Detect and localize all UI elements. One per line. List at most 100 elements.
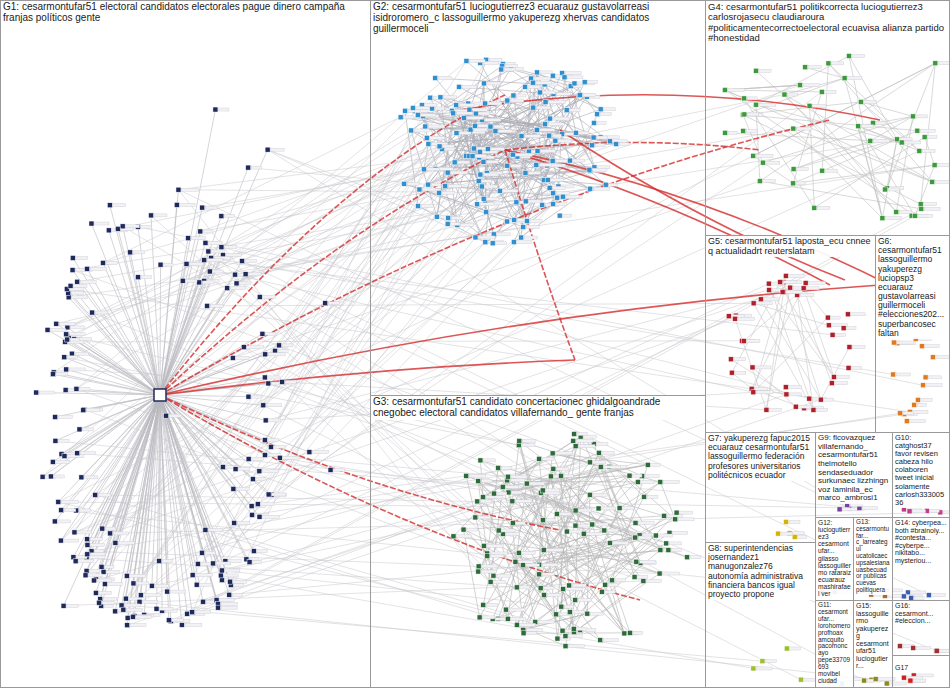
vertex — [195, 561, 210, 566]
vertex — [262, 375, 280, 380]
vertex-square — [426, 141, 431, 146]
vertex-link — [152, 198, 557, 586]
vertex-link — [67, 289, 910, 412]
vertex-tag — [236, 356, 249, 359]
vertex — [481, 81, 500, 86]
vertex-tag — [201, 562, 211, 565]
vertex-tag — [108, 583, 122, 586]
vertex-link — [423, 72, 537, 116]
vertex-square — [438, 95, 443, 100]
vertex — [54, 321, 75, 326]
vertex — [200, 550, 216, 555]
vertex-link — [422, 105, 616, 144]
vertex-square — [48, 474, 53, 479]
vertex — [673, 517, 694, 522]
vertex — [553, 138, 572, 143]
vertex-tag — [522, 444, 535, 447]
vertex-square — [198, 229, 203, 234]
vertex — [557, 213, 572, 218]
vertex-square — [136, 275, 141, 280]
vertex — [266, 492, 286, 497]
vertex-square — [323, 301, 328, 306]
vertex — [45, 327, 66, 332]
vertex-square — [473, 111, 478, 116]
vertex-tag — [543, 91, 556, 94]
vertex-tag — [485, 185, 498, 188]
vertex-square — [260, 331, 265, 336]
vertex-link — [73, 557, 516, 587]
vertex — [81, 408, 100, 413]
vertex — [550, 451, 572, 456]
vertex-link — [160, 238, 188, 395]
vertex-tag — [58, 520, 71, 523]
vertex-link — [519, 441, 600, 467]
vertex — [481, 602, 498, 607]
vertex — [59, 508, 76, 513]
vertex-square — [227, 592, 232, 597]
vertex-tag — [487, 82, 501, 85]
vertex-square — [250, 512, 255, 517]
vertex-square — [130, 614, 135, 619]
vertex-tag — [404, 116, 414, 119]
vertex-tag — [442, 191, 455, 194]
vertex — [262, 438, 278, 443]
vertex-square — [514, 200, 519, 205]
vertex-tag — [169, 414, 182, 417]
vertex-tag — [564, 605, 573, 608]
vertex-square — [74, 386, 79, 391]
vertex-square — [674, 510, 679, 515]
vertex — [164, 413, 182, 418]
vertex-tag — [445, 148, 455, 151]
vertex-tag — [71, 291, 83, 294]
vertex-tag — [164, 263, 174, 266]
vertex-square — [510, 152, 515, 157]
vertex-tag — [430, 136, 445, 139]
vertex-square — [108, 531, 113, 536]
vertex — [547, 185, 565, 190]
vertex — [443, 184, 462, 189]
vertex — [255, 502, 274, 507]
vertex — [50, 459, 70, 464]
vertex-square — [582, 80, 587, 85]
vertex — [445, 170, 467, 175]
vertex-square — [65, 337, 70, 342]
vertex-tag — [213, 270, 223, 273]
vertex-square — [454, 131, 459, 136]
vertex-tag — [224, 246, 236, 249]
vertex — [481, 196, 499, 201]
vertex-tag — [566, 195, 579, 198]
vertex-link — [469, 97, 586, 156]
vertex-tag — [99, 591, 112, 594]
vertex — [573, 130, 588, 135]
vertex-square — [445, 221, 450, 226]
vertex-tag — [283, 456, 299, 459]
vertex-tag — [645, 475, 659, 478]
vertex-tag — [600, 113, 611, 116]
vertex-link — [849, 56, 897, 139]
vertex-link — [65, 69, 511, 342]
vertex-link — [43, 98, 431, 477]
vertex-square — [190, 573, 195, 578]
vertex-tag — [216, 562, 231, 565]
vertex-square — [40, 474, 45, 479]
vertex-square — [263, 418, 268, 423]
vertex-square — [461, 115, 466, 120]
vertex-tag — [573, 159, 585, 162]
vertex — [158, 262, 173, 267]
vertex-link — [744, 78, 844, 114]
vertex — [545, 178, 563, 183]
vertex-square — [614, 142, 619, 147]
vertex-tag — [170, 590, 186, 593]
vertex-square — [511, 93, 516, 98]
vertex-tag — [328, 302, 340, 305]
vertex-square — [500, 484, 505, 489]
vertex-square — [478, 172, 483, 177]
vertex-square — [230, 355, 235, 360]
vertex-square — [557, 213, 562, 218]
vertex-link — [265, 104, 485, 441]
vertex-tag — [528, 85, 540, 88]
vertex-link — [743, 115, 917, 131]
vertex-tag — [504, 68, 515, 71]
vertex-tag — [443, 96, 456, 99]
vertex-tag — [232, 593, 242, 596]
